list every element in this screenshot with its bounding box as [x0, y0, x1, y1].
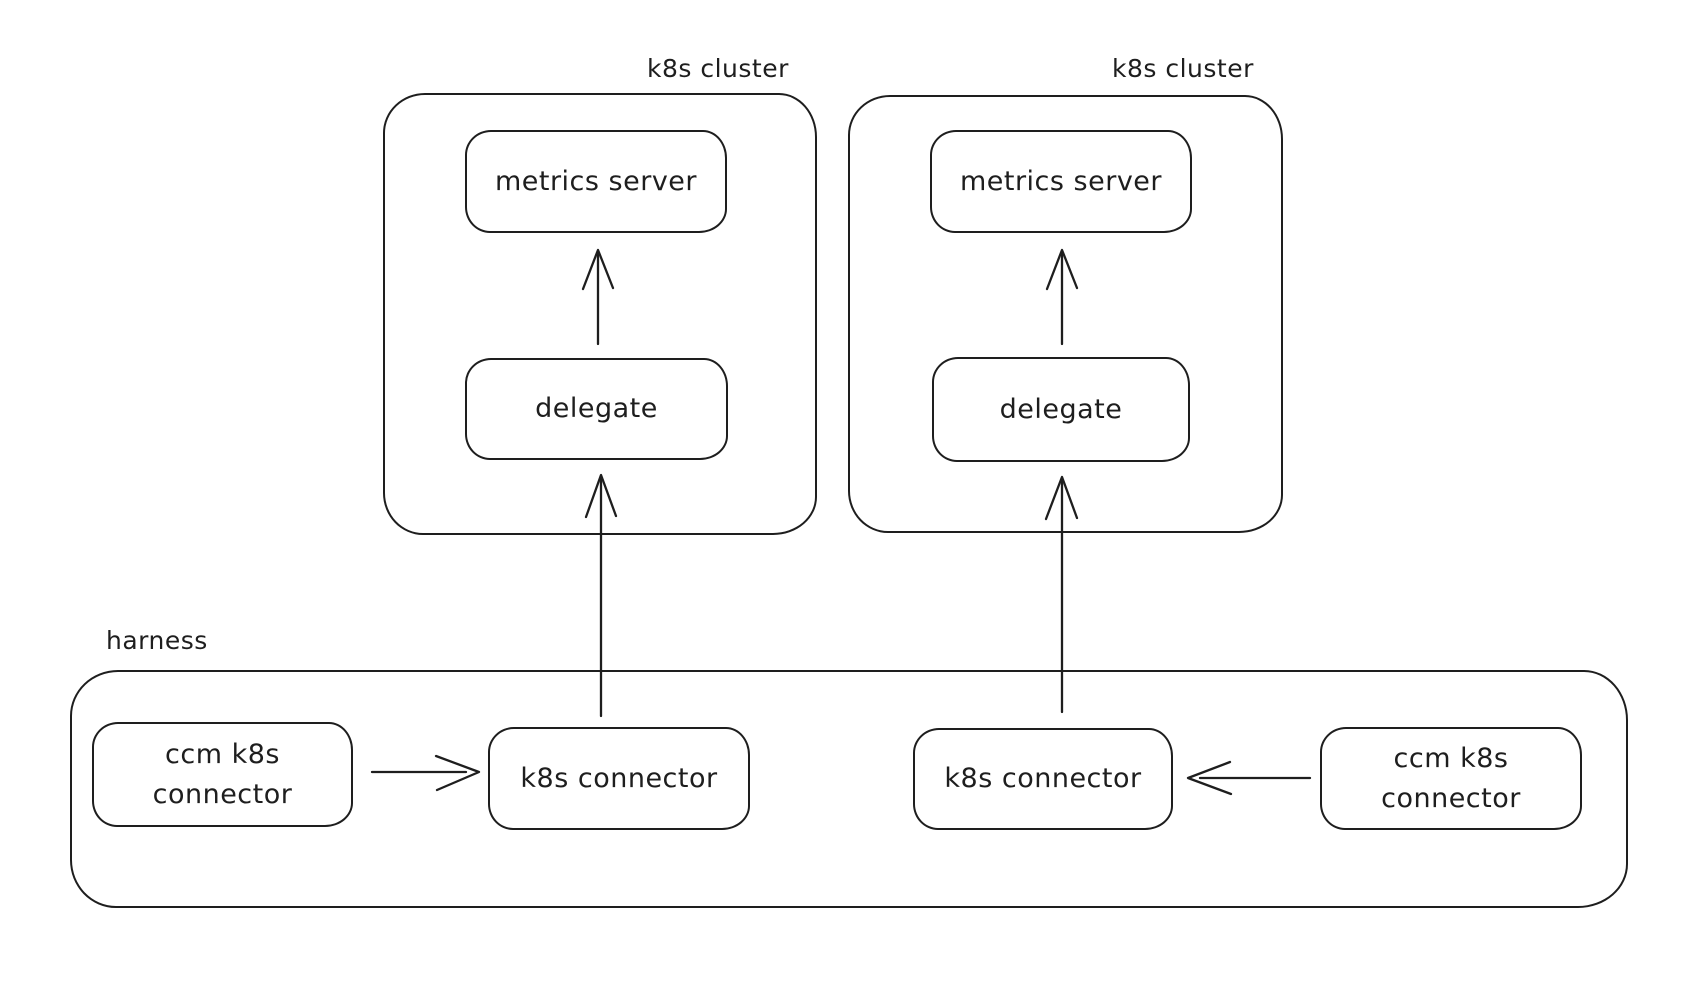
metrics-server-right-node: metrics server [930, 130, 1192, 233]
harness-box [70, 670, 1628, 908]
delegate-right-label: delegate [999, 393, 1123, 425]
cluster-right-title: k8s cluster [1112, 54, 1254, 83]
k8s-connector-right-node: k8s connector [913, 728, 1173, 830]
metrics-server-left-label: metrics server [494, 165, 698, 197]
ccm-k8s-connector-right-node: ccm k8s connector [1320, 727, 1582, 830]
ccm-k8s-connector-left-node: ccm k8s connector [92, 722, 353, 827]
k8s-connector-right-label: k8s connector [944, 763, 1142, 795]
harness-title: harness [106, 626, 208, 655]
metrics-server-right-label: metrics server [959, 165, 1163, 197]
delegate-left-node: delegate [465, 358, 728, 460]
ccm-k8s-connector-left-line2: connector [152, 778, 293, 810]
cluster-right-box [848, 95, 1283, 533]
k8s-connector-left-label: k8s connector [520, 762, 718, 794]
ccm-k8s-connector-left-line1: ccm k8s [165, 739, 280, 771]
ccm-k8s-connector-right-line2: connector [1381, 782, 1521, 814]
delegate-left-label: delegate [535, 393, 658, 425]
delegate-right-node: delegate [932, 357, 1190, 462]
metrics-server-left-node: metrics server [465, 130, 727, 233]
cluster-left-title: k8s cluster [647, 54, 789, 83]
k8s-connector-left-node: k8s connector [488, 727, 750, 830]
ccm-k8s-connector-right-line1: ccm k8s [1393, 743, 1509, 775]
